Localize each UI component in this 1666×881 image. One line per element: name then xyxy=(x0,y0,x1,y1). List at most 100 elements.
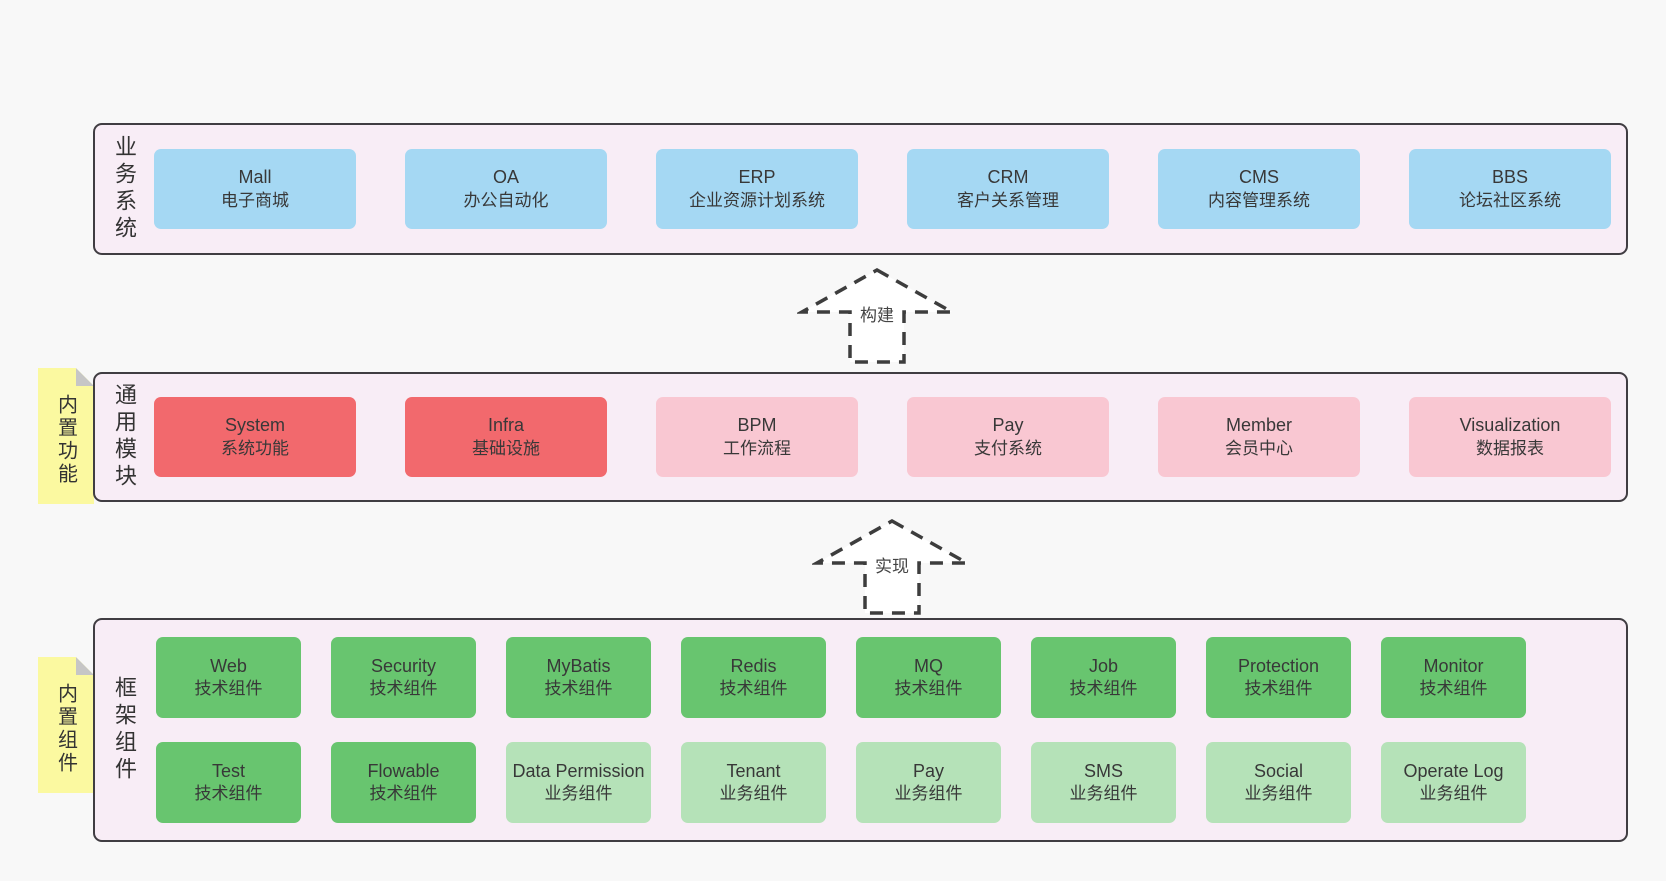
box-mq: MQ 技术组件 xyxy=(856,637,1001,718)
box-social: Social 业务组件 xyxy=(1206,742,1351,823)
box-title: OA xyxy=(492,167,519,188)
box-subtitle: 系统功能 xyxy=(221,438,289,458)
box-tenant: Tenant 业务组件 xyxy=(681,742,826,823)
box-subtitle: 工作流程 xyxy=(723,438,791,458)
build-arrow: 构建 xyxy=(795,266,959,366)
box-flowable: Flowable 技术组件 xyxy=(331,742,476,823)
box-subtitle: 业务组件 xyxy=(544,784,613,804)
box-sms: SMS 业务组件 xyxy=(1031,742,1176,823)
box-title: System xyxy=(224,415,285,436)
box-title: Data Permission xyxy=(512,760,645,781)
implement-arrow-label: 实现 xyxy=(872,550,912,579)
box-subtitle: 技术组件 xyxy=(194,784,263,804)
box-subtitle: 企业资源计划系统 xyxy=(689,190,825,210)
sticky-note-builtin-features: 内置功能 xyxy=(38,368,94,504)
box-title: Pay xyxy=(992,415,1024,436)
box-operate-log: Operate Log 业务组件 xyxy=(1381,742,1526,823)
box-subtitle: 技术组件 xyxy=(369,784,438,804)
box-subtitle: 内容管理系统 xyxy=(1208,190,1310,210)
sticky-fold-corner xyxy=(76,368,94,386)
box-security: Security 技术组件 xyxy=(331,637,476,718)
sticky-fold-corner xyxy=(76,657,94,675)
box-subtitle: 客户关系管理 xyxy=(957,190,1059,210)
box-subtitle: 办公自动化 xyxy=(463,190,549,210)
box-title: MyBatis xyxy=(546,655,611,676)
box-subtitle: 会员中心 xyxy=(1225,438,1293,458)
implement-arrow: 实现 xyxy=(810,517,974,617)
box-title: Visualization xyxy=(1459,415,1561,436)
box-title: SMS xyxy=(1083,760,1123,781)
layer-label: 业务系统 xyxy=(112,135,137,243)
box-subtitle: 电子商城 xyxy=(221,190,289,210)
box-subtitle: 技术组件 xyxy=(194,679,263,699)
box-mybatis: MyBatis 技术组件 xyxy=(506,637,651,718)
box-subtitle: 技术组件 xyxy=(544,679,613,699)
box-subtitle: 业务组件 xyxy=(1244,784,1313,804)
box-subtitle: 技术组件 xyxy=(1419,679,1488,699)
box-subtitle: 业务组件 xyxy=(894,784,963,804)
box-subtitle: 论坛社区系统 xyxy=(1459,190,1561,210)
box-title: ERP xyxy=(738,167,776,188)
sticky-note-label: 内置组件 xyxy=(54,683,77,775)
box-title: Redis xyxy=(730,655,777,676)
box-redis: Redis 技术组件 xyxy=(681,637,826,718)
build-arrow-label: 构建 xyxy=(857,299,897,328)
box-subtitle: 数据报表 xyxy=(1476,438,1544,458)
box-title: Infra xyxy=(487,415,525,436)
box-protection: Protection 技术组件 xyxy=(1206,637,1351,718)
box-subtitle: 技术组件 xyxy=(719,679,788,699)
box-title: MQ xyxy=(914,655,943,676)
box-subtitle: 基础设施 xyxy=(472,438,540,458)
layer-label: 通用模块 xyxy=(112,383,137,491)
sticky-note-builtin-components: 内置组件 xyxy=(38,657,94,793)
box-title: Security xyxy=(370,655,437,676)
box-title: BPM xyxy=(737,415,777,436)
box-title: Pay xyxy=(912,760,945,781)
box-subtitle: 技术组件 xyxy=(894,679,963,699)
sticky-note-label: 内置功能 xyxy=(54,394,77,486)
box-title: Mall xyxy=(238,167,272,188)
box-subtitle: 技术组件 xyxy=(1069,679,1138,699)
box-subtitle: 业务组件 xyxy=(1419,784,1488,804)
box-subtitle: 技术组件 xyxy=(369,679,438,699)
box-pay: Pay 业务组件 xyxy=(856,742,1001,823)
box-title: Protection xyxy=(1237,655,1320,676)
layer-label: 框架组件 xyxy=(112,676,137,784)
box-subtitle: 业务组件 xyxy=(1069,784,1138,804)
box-subtitle: 支付系统 xyxy=(974,438,1042,458)
box-title: Tenant xyxy=(726,760,781,781)
box-subtitle: 技术组件 xyxy=(1244,679,1313,699)
box-title: Social xyxy=(1253,760,1304,781)
box-title: Web xyxy=(210,655,247,676)
box-title: CMS xyxy=(1239,167,1279,188)
box-subtitle: 业务组件 xyxy=(719,784,788,804)
box-title: Flowable xyxy=(367,760,440,781)
box-title: Operate Log xyxy=(1403,760,1504,781)
box-data-permission: Data Permission 业务组件 xyxy=(506,742,651,823)
box-title: CRM xyxy=(987,167,1029,188)
box-title: BBS xyxy=(1491,167,1529,188)
box-web: Web 技术组件 xyxy=(156,637,301,718)
